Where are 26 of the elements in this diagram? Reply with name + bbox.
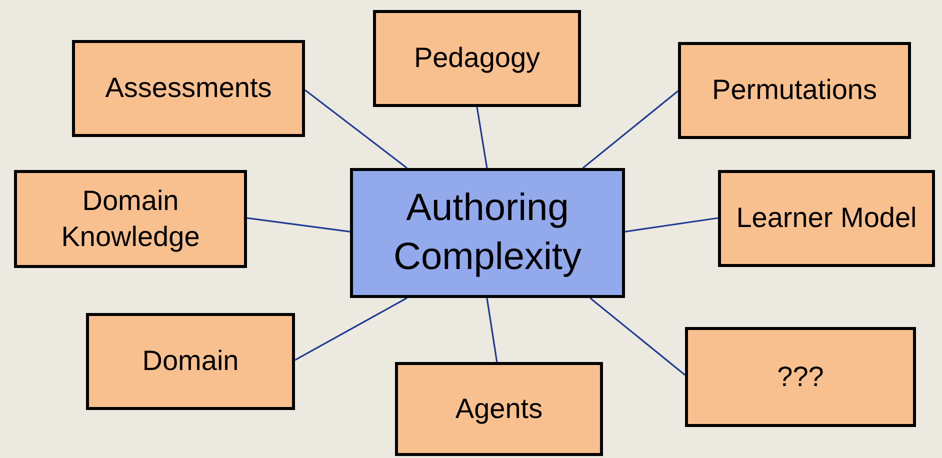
connector-line bbox=[476, 106, 488, 168]
topic-box bbox=[678, 42, 911, 139]
connector-line bbox=[294, 297, 408, 361]
topic-label: Assessments bbox=[105, 71, 272, 106]
topic-box bbox=[685, 327, 916, 427]
topic-label: Authoring Complexity bbox=[392, 186, 582, 280]
topic-label: Domain bbox=[142, 344, 239, 378]
connector-line bbox=[624, 217, 718, 232]
connector-line bbox=[590, 297, 686, 376]
topic-label: Permutations bbox=[712, 73, 877, 108]
connector-line bbox=[304, 89, 408, 169]
topic-box bbox=[718, 170, 935, 267]
connector-line bbox=[246, 217, 350, 232]
topic-label: Domain Knowledge bbox=[60, 184, 201, 254]
topic-box bbox=[72, 40, 305, 137]
topic-label: Learner Model bbox=[736, 201, 917, 236]
central-topic-box bbox=[350, 168, 625, 298]
connector-line bbox=[582, 90, 678, 169]
topic-box bbox=[373, 10, 581, 107]
topic-label: Pedagogy bbox=[414, 41, 540, 76]
topic-box bbox=[14, 170, 247, 268]
topic-label: ??? bbox=[777, 360, 824, 394]
topic-box bbox=[86, 313, 295, 410]
topic-box bbox=[395, 362, 603, 456]
connector-line bbox=[486, 298, 498, 362]
topic-label: Agents bbox=[455, 392, 543, 426]
